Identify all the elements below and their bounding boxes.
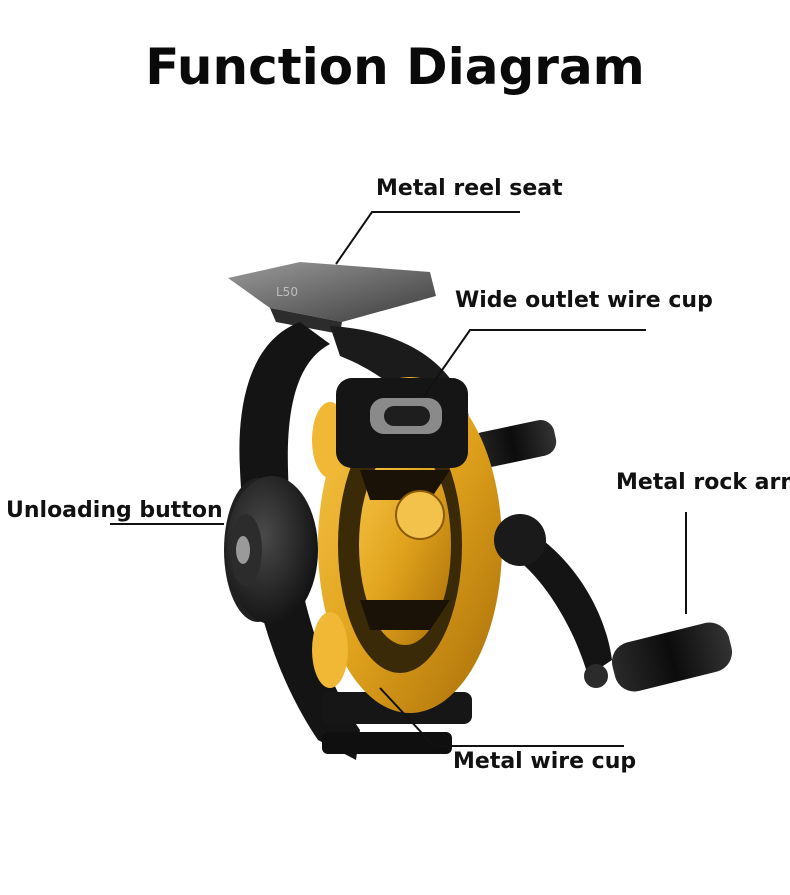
leader-wire-cup-wide <box>423 329 646 397</box>
seat-engraving: L50 <box>276 285 298 299</box>
line-guide-cup <box>336 378 468 468</box>
rock-arm-handle <box>494 514 733 692</box>
diagram-title: Function Diagram <box>145 38 645 96</box>
callout-metal-reel-seat: Metal reel seat <box>376 176 563 201</box>
reel-seat-plate: L50 <box>228 262 436 334</box>
rear-handle-knob <box>469 420 557 468</box>
leader-lines <box>110 211 687 747</box>
callout-metal-wire-cup: Metal wire cup <box>453 749 637 774</box>
callout-wide-outlet-wire-cup: Wide outlet wire cup <box>455 288 713 313</box>
callout-metal-rock-arm: Metal rock arm <box>616 470 790 495</box>
unloading-knob <box>224 476 318 624</box>
callout-unloading-button: Unloading button <box>6 498 223 523</box>
leader-metal-wire-cup <box>379 687 624 747</box>
leader-reel-seat <box>335 211 520 265</box>
